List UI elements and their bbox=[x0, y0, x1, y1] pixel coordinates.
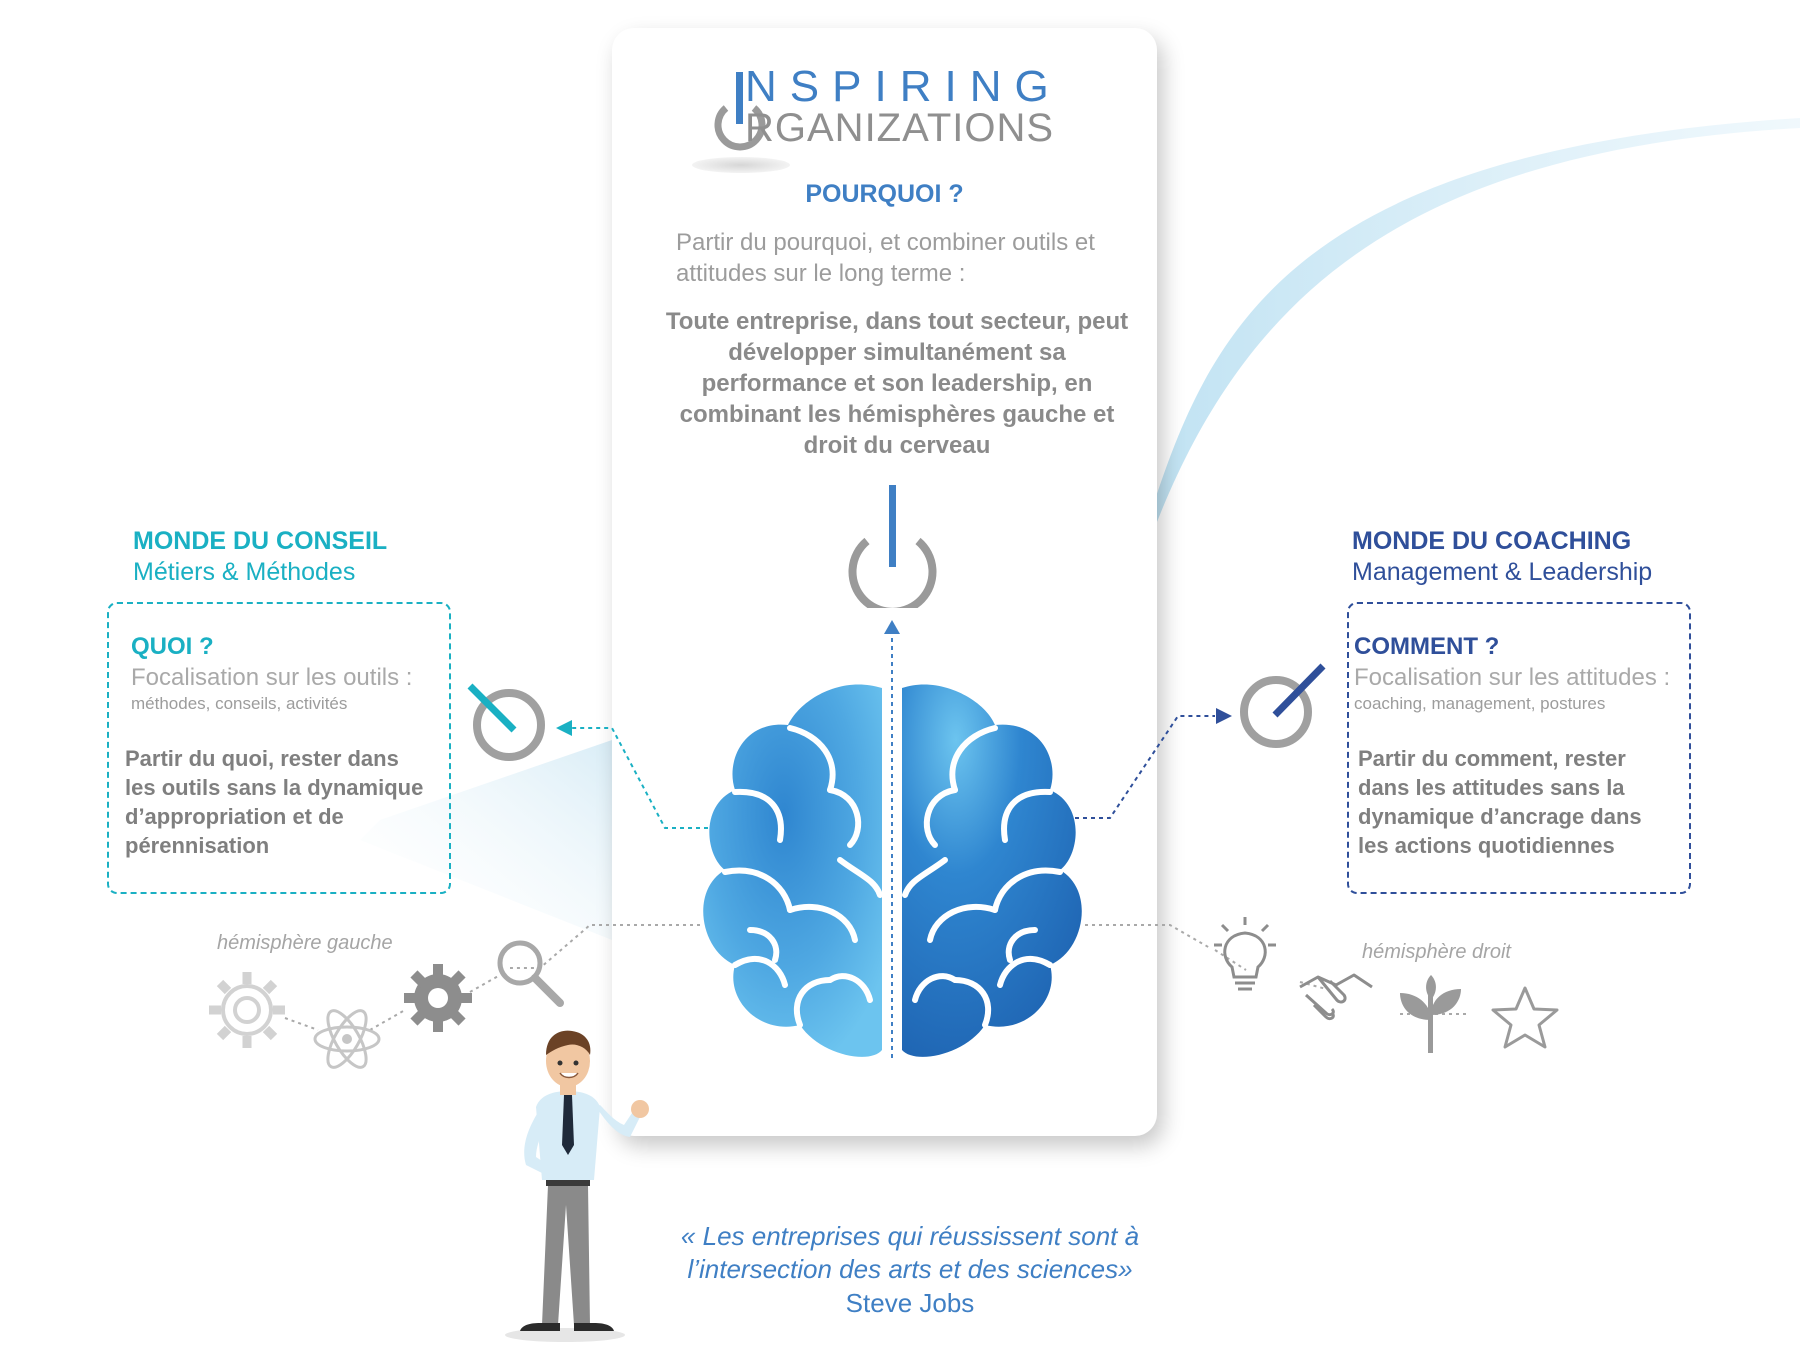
brain-icon bbox=[703, 684, 1082, 1057]
left-box-sub: Focalisation sur les outils : bbox=[131, 664, 413, 691]
quote-text: « Les entreprises qui réussissent sont à… bbox=[680, 1221, 1140, 1284]
pourquoi-title: POURQUOI ? bbox=[805, 180, 964, 208]
light-beam bbox=[360, 740, 612, 940]
left-hemisphere-label: hémisphère gauche bbox=[217, 932, 393, 954]
right-box-sub: Focalisation sur les attitudes : bbox=[1354, 664, 1671, 691]
logo-line2: RGANIZATIONS bbox=[745, 106, 1055, 150]
gear-solid-icon bbox=[404, 964, 472, 1032]
left-heading-block: MONDE DU CONSEIL Métiers & Méthodes bbox=[133, 527, 387, 587]
left-box bbox=[107, 602, 451, 894]
logo-line1: NSPIRING bbox=[745, 62, 1062, 111]
atom-icon bbox=[313, 1009, 381, 1069]
handshake-icon bbox=[1299, 973, 1373, 1021]
right-box-small: coaching, management, postures bbox=[1354, 694, 1606, 713]
magnifier-icon bbox=[497, 940, 564, 1007]
power-icon bbox=[848, 485, 937, 608]
right-power-tilted-icon bbox=[1240, 663, 1326, 748]
left-subheading: Métiers & Méthodes bbox=[133, 558, 356, 586]
plant-icon bbox=[1400, 975, 1461, 1053]
right-box-body: Partir du comment, rester dans les attit… bbox=[1358, 746, 1642, 858]
right-heading-block: MONDE DU COACHING Management & Leadershi… bbox=[1352, 527, 1652, 587]
left-power-tilted-icon bbox=[467, 683, 545, 761]
brain-left-hemisphere bbox=[703, 684, 882, 1057]
gear-outline-icon bbox=[209, 972, 285, 1048]
right-box-title: COMMENT ? bbox=[1354, 633, 1500, 660]
right-box bbox=[1347, 602, 1691, 894]
right-heading: MONDE DU COACHING bbox=[1352, 527, 1632, 555]
left-box-body: Partir du quoi, rester dans les outils s… bbox=[125, 746, 424, 858]
left-box-small: méthodes, conseils, activités bbox=[131, 694, 348, 713]
lightbulb-icon bbox=[1214, 917, 1276, 991]
pourquoi-body: Toute entreprise, dans tout secteur, peu… bbox=[665, 308, 1129, 459]
businessman-illustration bbox=[505, 1030, 649, 1342]
star-icon bbox=[1491, 986, 1559, 1049]
right-subheading: Management & Leadership bbox=[1352, 558, 1653, 586]
logo-power-icon bbox=[714, 72, 766, 151]
left-heading: MONDE DU CONSEIL bbox=[133, 527, 388, 555]
left-box-title: QUOI ? bbox=[131, 633, 214, 660]
pourquoi-intro: Partir du pourquoi, et combiner outils e… bbox=[676, 229, 1095, 287]
quote-author: Steve Jobs bbox=[845, 1288, 975, 1318]
right-hemisphere-label: hémisphère droit bbox=[1362, 941, 1511, 963]
logo-shadow bbox=[692, 157, 790, 173]
brain-right-hemisphere bbox=[902, 684, 1082, 1057]
